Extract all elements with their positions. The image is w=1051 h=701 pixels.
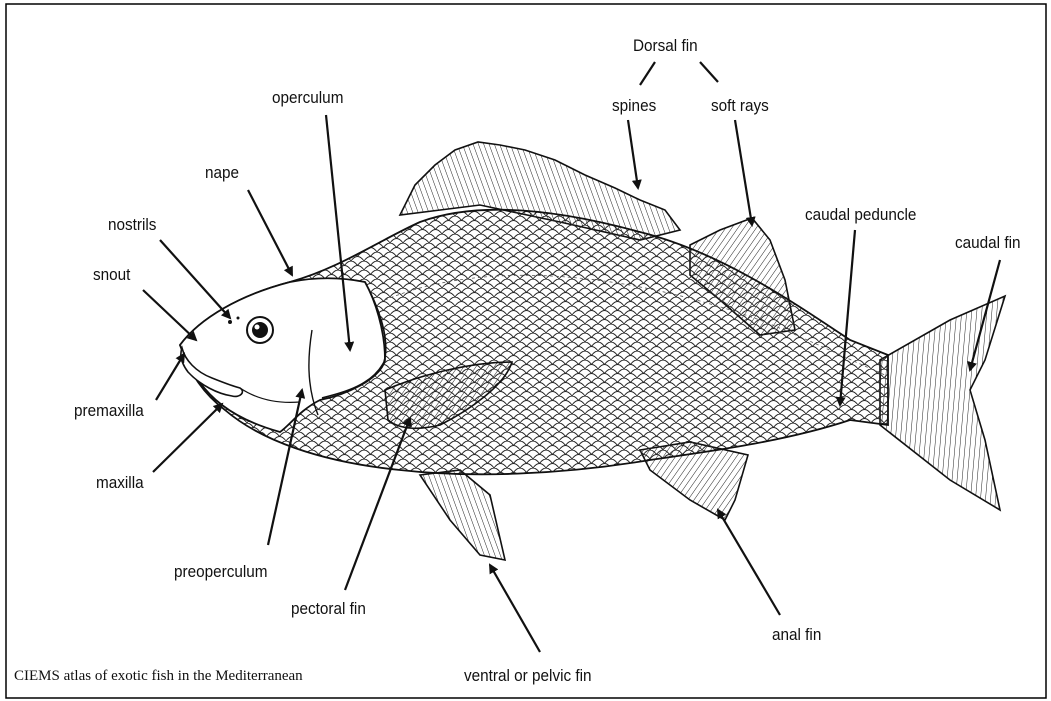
arrow-dorsal-to-spines xyxy=(640,62,655,85)
label-caudal-peduncle: caudal peduncle xyxy=(805,205,916,225)
nostril xyxy=(237,317,240,320)
label-preoperculum: preoperculum xyxy=(174,562,268,582)
arrow-maxilla xyxy=(153,404,222,472)
fish-eye-pupil xyxy=(252,322,268,338)
source-caption: CIEMS atlas of exotic fish in the Medite… xyxy=(14,668,303,685)
arrow-dorsal-to-soft-rays xyxy=(700,62,718,82)
arrow-premaxilla xyxy=(156,354,184,400)
label-anal-fin: anal fin xyxy=(772,625,821,645)
arrow-spines xyxy=(628,120,638,188)
label-caudal-fin: caudal fin xyxy=(955,233,1021,253)
arrow-soft-rays xyxy=(735,120,752,225)
nostril xyxy=(228,320,232,324)
label-soft-rays: soft rays xyxy=(711,96,769,116)
arrow-snout xyxy=(143,290,196,340)
arrow-anal-fin xyxy=(718,510,780,615)
pelvic-fin xyxy=(420,470,505,560)
label-snout: snout xyxy=(93,265,130,285)
label-dorsal-fin: Dorsal fin xyxy=(633,36,698,56)
label-pectoral-fin: pectoral fin xyxy=(291,599,366,619)
label-spines: spines xyxy=(612,96,656,116)
arrow-nape xyxy=(248,190,292,275)
caudal-fin xyxy=(880,296,1005,510)
label-maxilla: maxilla xyxy=(96,473,144,493)
arrow-nostrils xyxy=(160,240,230,318)
label-operculum: operculum xyxy=(272,88,343,108)
label-premaxilla: premaxilla xyxy=(74,401,144,421)
fish-eye-highlight xyxy=(255,325,260,330)
label-nape: nape xyxy=(205,163,239,183)
label-nostrils: nostrils xyxy=(108,215,156,235)
arrow-ventral-fin xyxy=(490,565,540,652)
label-ventral-or-pelvic-fin: ventral or pelvic fin xyxy=(464,666,592,686)
